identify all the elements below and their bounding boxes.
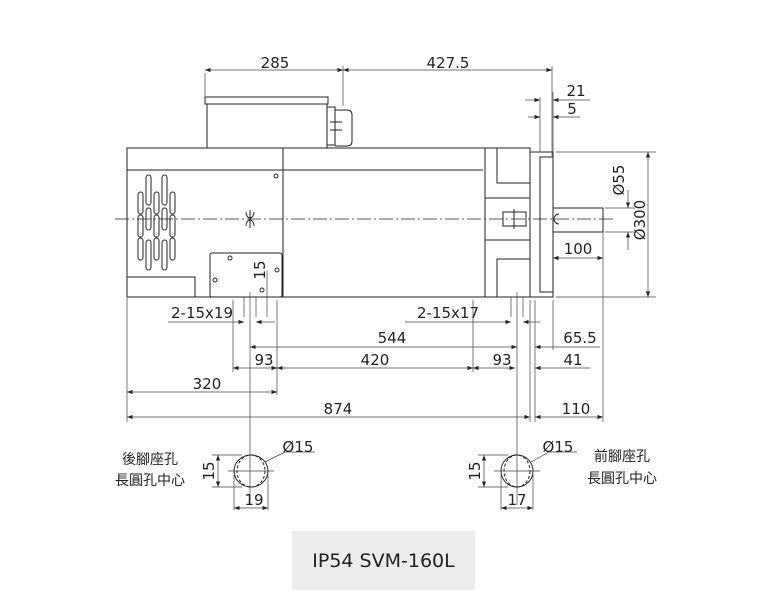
dim-21: 21 (566, 82, 585, 100)
dim-41: 41 (563, 351, 582, 369)
front-foot-label-1: 前腳座孔 (594, 448, 650, 465)
rear-foot-label-1: 後腳座孔 (122, 452, 178, 468)
terminal-box (204, 96, 353, 149)
dim-65-5: 65.5 (563, 329, 596, 347)
dim-285: 285 (261, 54, 290, 72)
front-foot-hole (478, 451, 577, 511)
front-foot-label-2: 長圓孔中心 (587, 471, 657, 487)
dimension-lines (126, 66, 656, 505)
dim-544: 544 (378, 329, 407, 347)
dim-320: 320 (193, 375, 222, 393)
front-hole-diameter: Ø15 (543, 438, 574, 456)
rear-hole-width: 19 (244, 491, 263, 509)
rear-slot-dim: 2-15x19 (171, 304, 233, 322)
dim-420: 420 (361, 351, 390, 369)
dim-427-5: 427.5 (427, 54, 470, 72)
motor-body (126, 147, 531, 298)
dim-110: 110 (562, 400, 591, 418)
dim-93-right: 93 (492, 351, 511, 369)
front-hole-width: 17 (507, 491, 526, 509)
rear-hole-height: 15 (200, 461, 218, 480)
model-caption: IP54 SVM-160L (292, 531, 475, 590)
rear-foot-hole (212, 451, 315, 511)
flange (484, 147, 604, 298)
dim-5: 5 (567, 100, 577, 118)
rear-hole-diameter: Ø15 (283, 438, 314, 456)
dim-15-vertical: 15 (251, 260, 269, 279)
dim-100: 100 (564, 240, 593, 258)
front-slot-dim: 2-15x17 (417, 304, 479, 322)
dim-93-left: 93 (254, 351, 273, 369)
vent-slots (137, 174, 176, 271)
front-hole-height: 15 (466, 461, 484, 480)
dim-dia-300: Ø300 (631, 200, 649, 240)
dim-dia-55: Ø55 (610, 165, 628, 196)
dim-874: 874 (324, 400, 353, 418)
rear-foot-label-2: 長圓孔中心 (115, 473, 185, 489)
